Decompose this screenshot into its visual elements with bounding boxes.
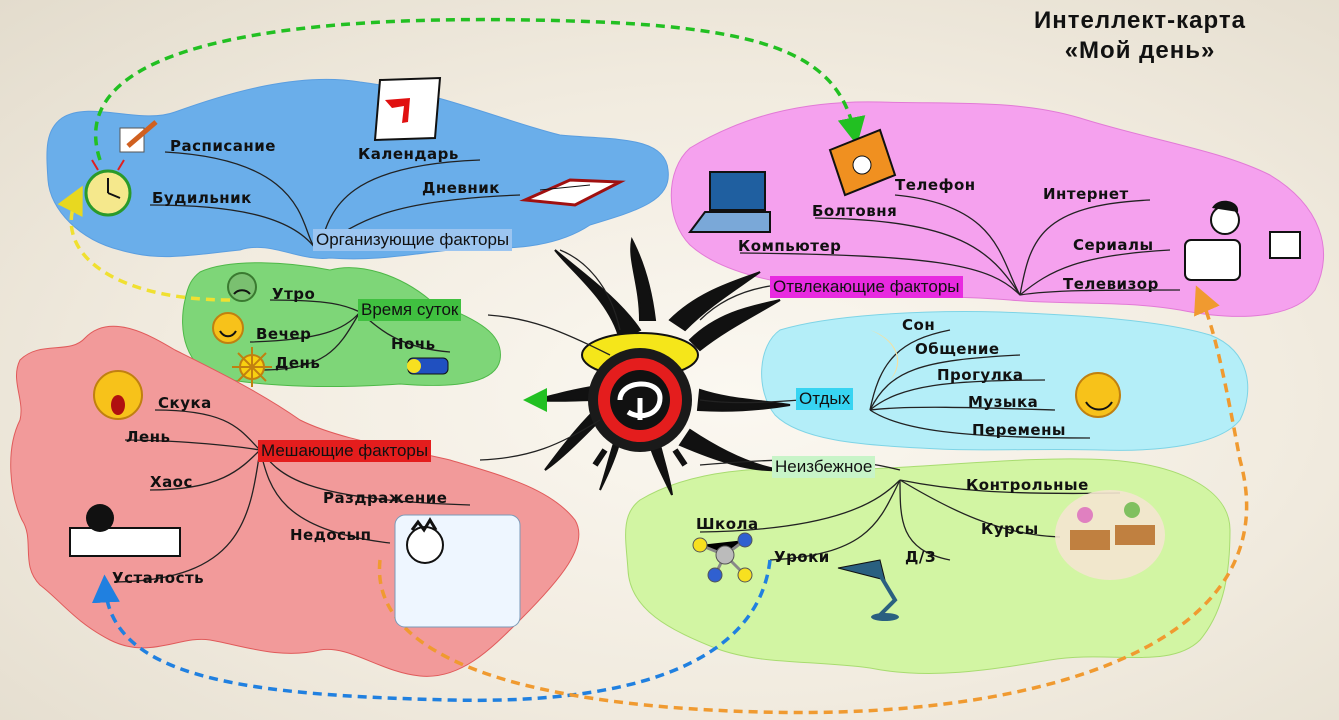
- sleepy-boy-icon: [394, 514, 521, 628]
- calendar-icon: [373, 76, 442, 142]
- dashed-arrow-green: [93, 17, 866, 161]
- item-school: Школа: [696, 515, 759, 533]
- dashed-arrow-blue: [91, 559, 772, 703]
- category-time: Время суток: [358, 299, 462, 321]
- sad-smiley-icon: [227, 272, 257, 302]
- dashed-arrow-yellow: [57, 185, 231, 302]
- item-irritation: Раздражение: [323, 489, 448, 507]
- tired-student-icon: [69, 504, 181, 557]
- category-inevitable: Неизбежное: [772, 456, 876, 478]
- category-distracting: Отвлекающие факторы: [770, 276, 963, 298]
- telephone-icon: [828, 128, 897, 197]
- item-series: Сериалы: [1073, 236, 1154, 254]
- dashed-arrow-orange: [377, 285, 1249, 715]
- alarm-clock-icon: [581, 332, 699, 467]
- item-night: Ночь: [391, 335, 436, 353]
- page-title: Интеллект-карта «Мой день»: [975, 6, 1305, 66]
- item-diary: Дневник: [422, 179, 500, 197]
- item-boredom: Скука: [158, 394, 212, 412]
- item-homework: Д/З: [905, 548, 936, 566]
- molecule-icon: [692, 532, 753, 583]
- item-phone: Телефон: [895, 176, 976, 194]
- pencil-note-icon: [119, 120, 158, 153]
- item-calendar: Календарь: [358, 145, 459, 163]
- category-rest: Отдых: [796, 388, 854, 410]
- item-internet: Интернет: [1043, 185, 1129, 203]
- crying-face-icon: [93, 370, 143, 420]
- item-alarm: Будильник: [152, 189, 252, 207]
- item-tests: Контрольные: [966, 476, 1089, 494]
- item-sleep: Сон: [902, 316, 936, 334]
- item-courses: Курсы: [981, 520, 1039, 538]
- item-day: День: [275, 354, 321, 372]
- item-communication: Общение: [915, 340, 1000, 358]
- happy-smiley-icon: [212, 312, 244, 344]
- item-fatigue: Усталость: [112, 569, 205, 587]
- sun-icon: [232, 347, 272, 387]
- book-icon: [519, 178, 626, 207]
- center-tentacles: [534, 237, 791, 496]
- music-smiley-icon: [1075, 372, 1121, 418]
- item-breaks: Перемены: [972, 421, 1066, 439]
- desk-lamp-icon: [837, 559, 899, 621]
- item-laziness: Лень: [126, 428, 171, 446]
- organizing-region: [46, 78, 669, 260]
- classroom-icon: [1055, 490, 1165, 580]
- alarm-icon: [84, 159, 132, 217]
- category-organizing: Организующие факторы: [313, 229, 513, 251]
- item-computer: Компьютер: [738, 237, 842, 255]
- item-sleep-lack: Недосып: [290, 526, 372, 544]
- item-walk: Прогулка: [937, 366, 1024, 384]
- item-music: Музыка: [968, 393, 1039, 411]
- item-schedule: Расписание: [170, 137, 276, 155]
- title-line2: «Мой день»: [1064, 37, 1216, 64]
- item-tv: Телевизор: [1063, 275, 1159, 293]
- item-chaos: Хаос: [150, 473, 193, 491]
- person-tv-icon: [1184, 200, 1301, 281]
- item-morning: Утро: [272, 285, 316, 303]
- category-hindering: Мешающие факторы: [258, 440, 432, 462]
- item-lessons: Уроки: [774, 548, 830, 566]
- item-chatter: Болтовня: [812, 202, 898, 220]
- item-evening: Вечер: [256, 325, 312, 343]
- title-line1: Интеллект-карта: [1034, 7, 1246, 34]
- laptop-icon: [688, 171, 771, 233]
- flashlight-icon: [407, 357, 449, 375]
